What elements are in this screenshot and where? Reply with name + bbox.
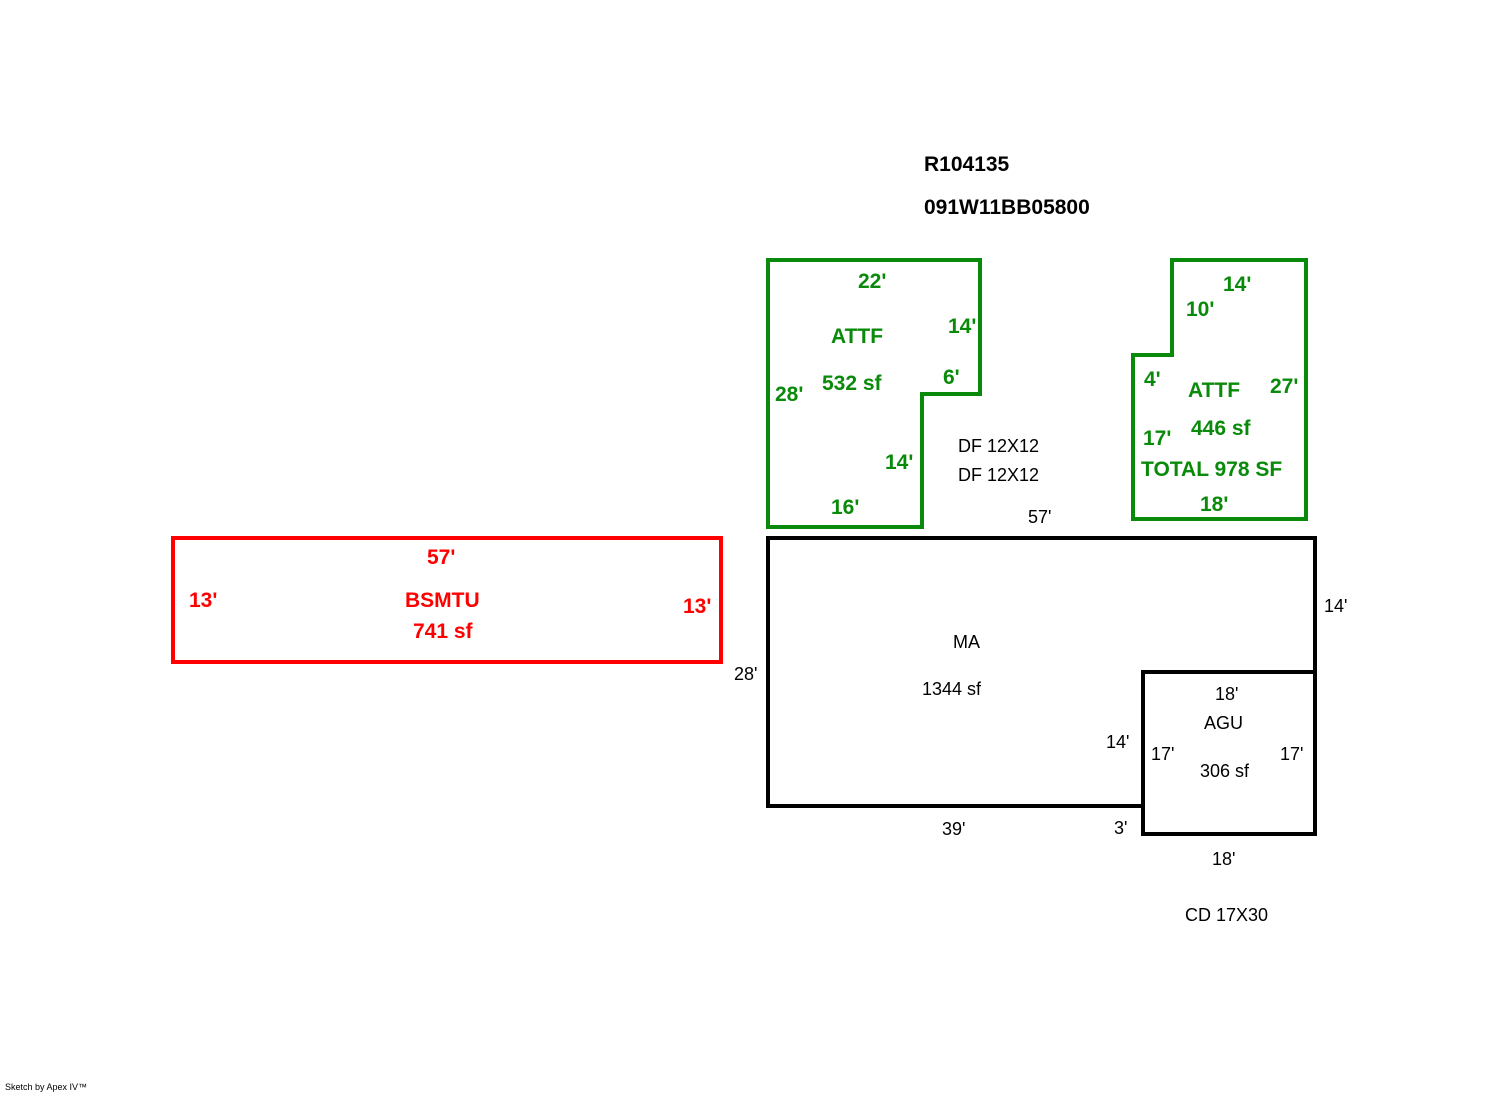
garage-outline xyxy=(1141,670,1317,836)
deck-cd: CD 17X30 xyxy=(1185,905,1269,925)
account-number: R104135 xyxy=(924,153,1010,176)
attic-right-top-dim: 14' xyxy=(1223,273,1252,296)
garage-left-dim: 17' xyxy=(1151,744,1175,764)
attic-left-area: 532 sf xyxy=(822,372,882,395)
main-area-bottom-dim: 39' xyxy=(942,819,966,839)
deck-df-1: DF 12X12 xyxy=(958,436,1040,456)
sketch-credit: Sketch by Apex IV™ xyxy=(5,1082,88,1092)
main-area-area: 1344 sf xyxy=(922,679,982,699)
main-area-left-dim: 28' xyxy=(734,664,758,684)
attic-left-bottom-dim: 16' xyxy=(831,496,860,519)
main-area-top-dim: 57' xyxy=(1028,507,1052,527)
attic-right-outline xyxy=(1131,258,1308,521)
attic-left-right-upper-dim: 14' xyxy=(948,315,977,338)
main-area-name: MA xyxy=(953,632,980,652)
attic-left-outline xyxy=(766,258,982,529)
attic-left-step-dim: 6' xyxy=(943,366,960,389)
attic-right-left-dim: 17' xyxy=(1143,427,1172,450)
basement-left-dim: 13' xyxy=(189,589,218,612)
main-area-inner-vertical-dim: 14' xyxy=(1106,732,1130,752)
basement-name: BSMTU xyxy=(405,589,480,612)
attic-left-left-dim: 28' xyxy=(775,383,804,406)
attic-left-name: ATTF xyxy=(831,325,884,348)
attic-right-notch-vertical-dim: 10' xyxy=(1186,298,1215,321)
attic-right-name: ATTF xyxy=(1188,379,1241,402)
basement-right-dim: 13' xyxy=(683,595,712,618)
attic-right-area: 446 sf xyxy=(1191,417,1251,440)
garage-bottom-dim: 18' xyxy=(1212,849,1236,869)
main-area-bottom-step-dim: 3' xyxy=(1114,818,1128,838)
garage-area: 306 sf xyxy=(1200,761,1250,781)
basement-area: 741 sf xyxy=(413,620,473,643)
main-area-right-dim: 14' xyxy=(1324,596,1348,616)
basement-outline xyxy=(171,536,723,664)
garage-top-dim: 18' xyxy=(1215,684,1239,704)
basement-top-dim: 57' xyxy=(427,546,456,569)
map-number: 091W11BB05800 xyxy=(924,196,1090,219)
garage-name: AGU xyxy=(1204,713,1244,733)
attic-left-right-lower-dim: 14' xyxy=(885,451,914,474)
attic-right-notch-step-dim: 4' xyxy=(1144,368,1161,391)
attic-right-bottom-dim: 18' xyxy=(1200,493,1229,516)
deck-df-2: DF 12X12 xyxy=(958,465,1040,485)
attic-total: TOTAL 978 SF xyxy=(1141,458,1283,481)
attic-right-right-dim: 27' xyxy=(1270,375,1299,398)
garage-right-dim: 17' xyxy=(1280,744,1304,764)
attic-left-top-dim: 22' xyxy=(858,270,887,293)
